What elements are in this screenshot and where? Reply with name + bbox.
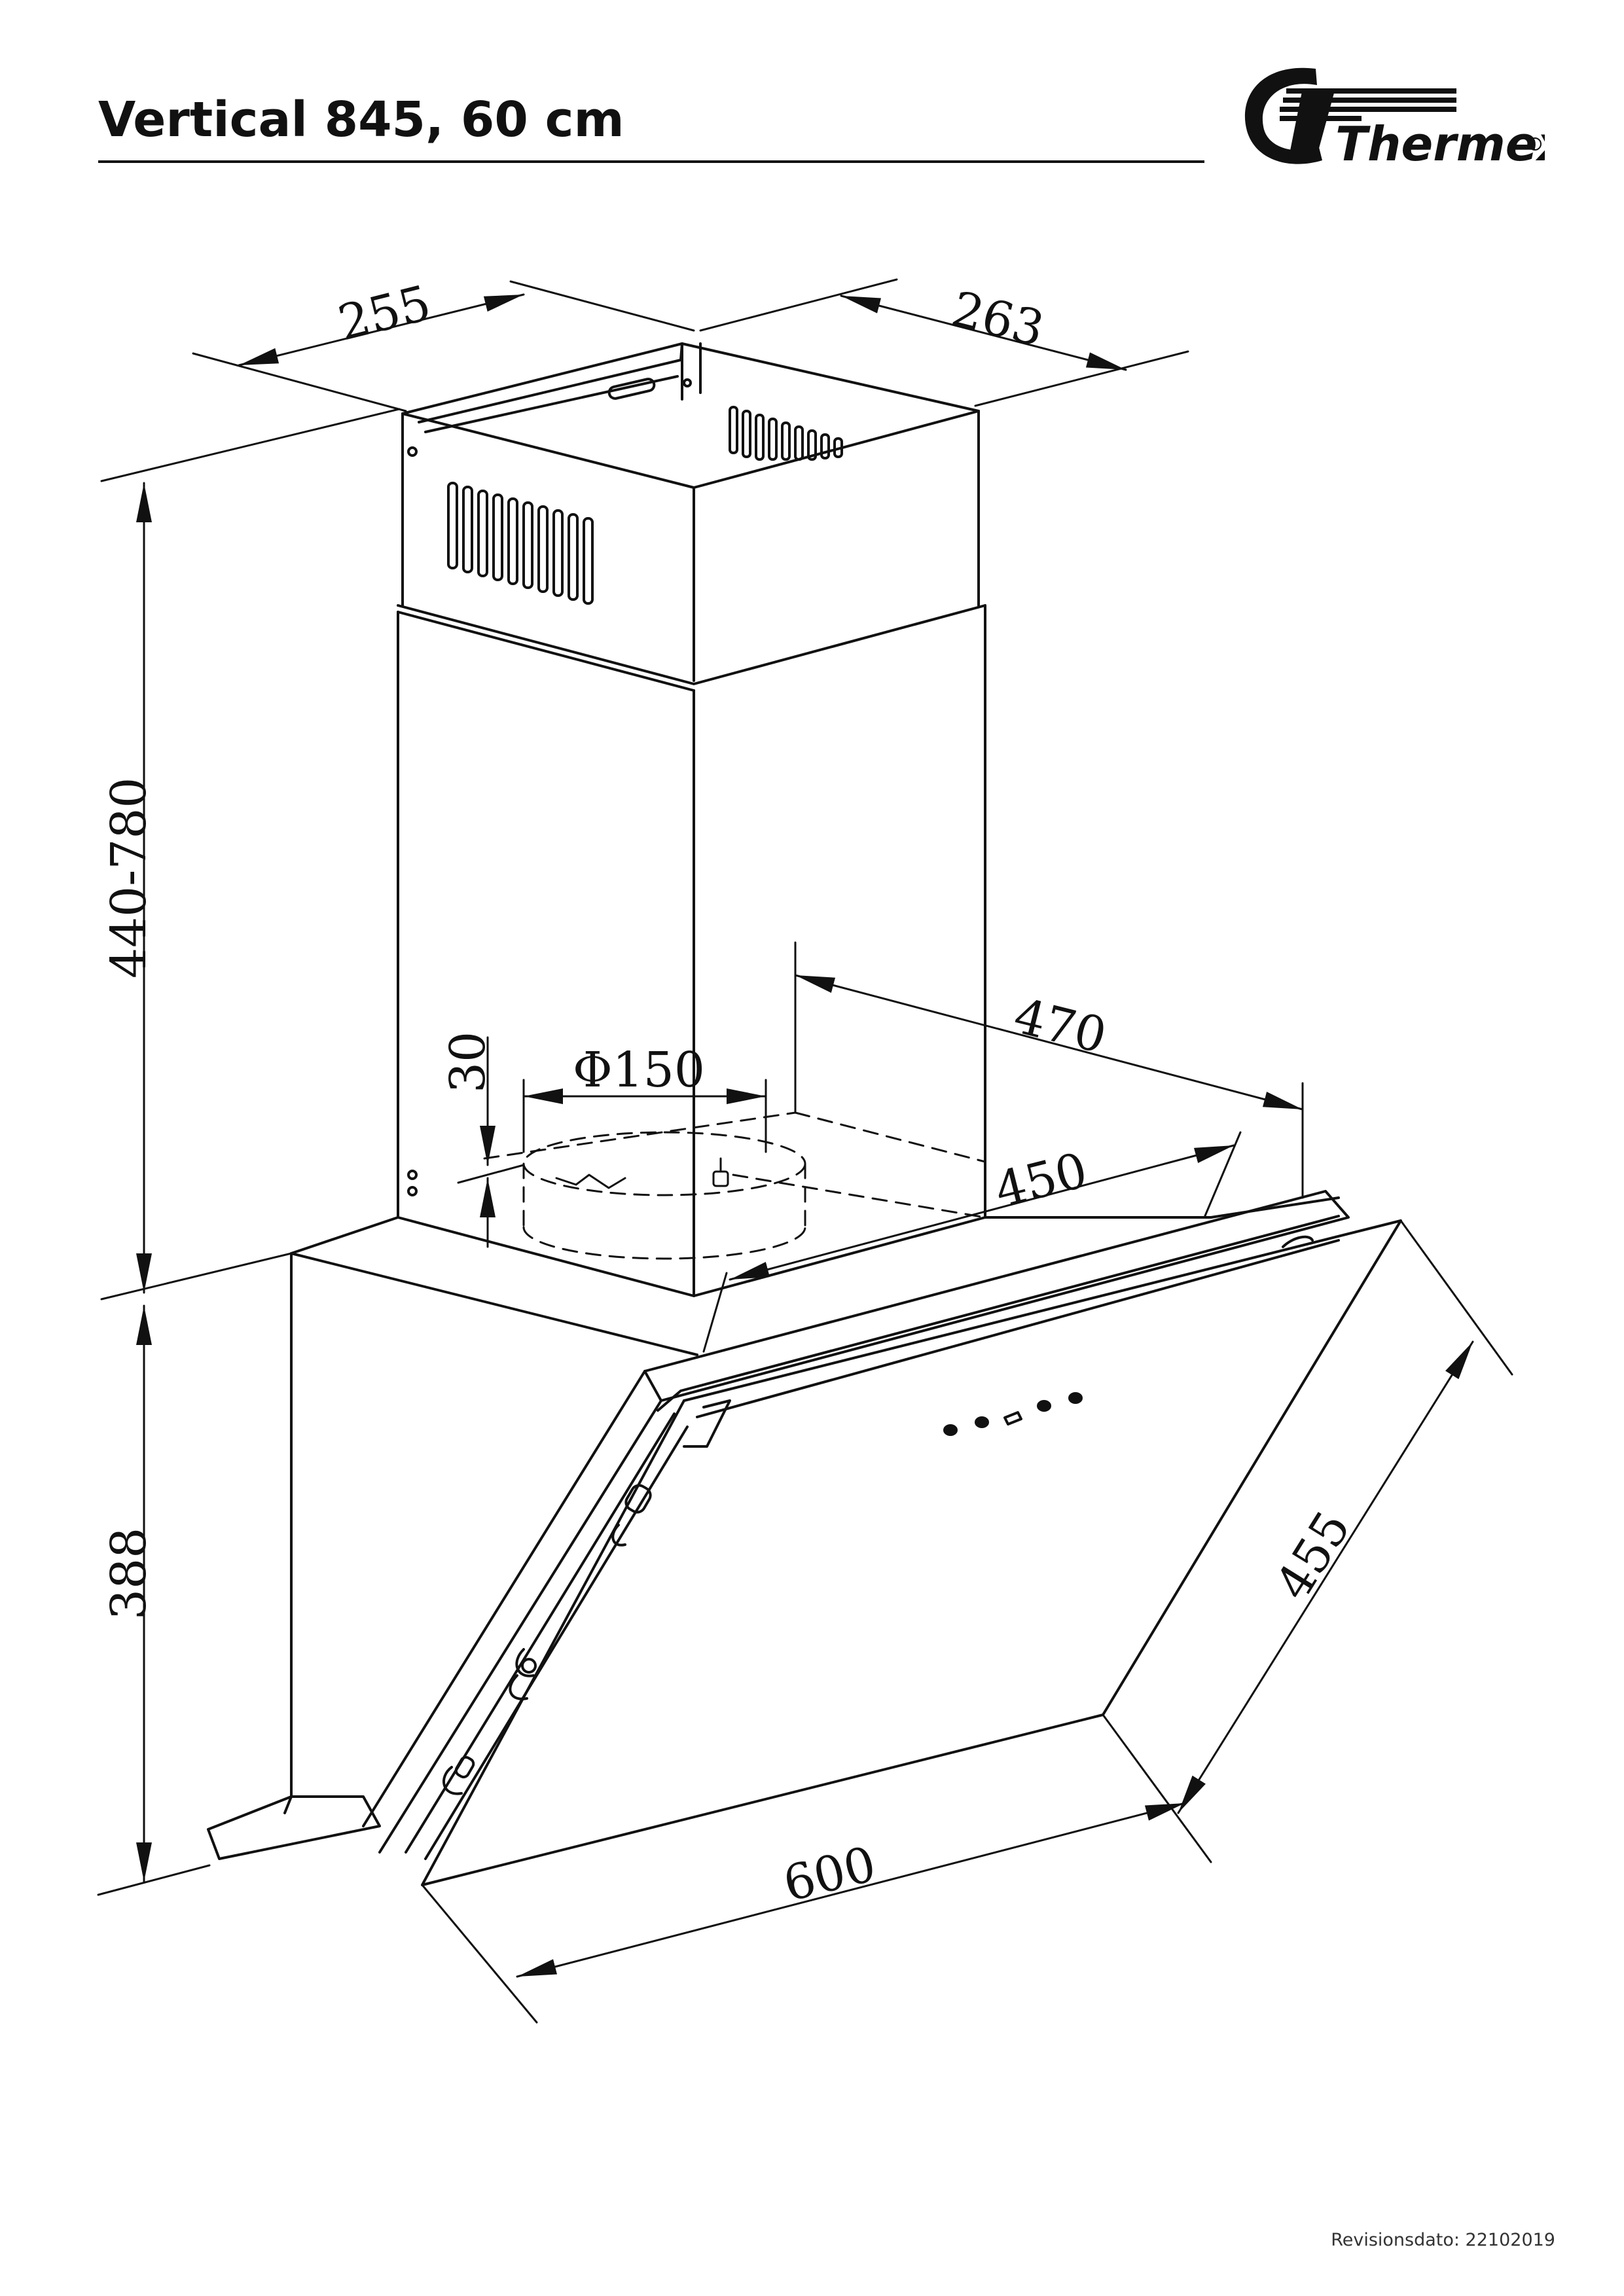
dim-width: 600 (778, 1836, 882, 1913)
lower-chimney (397, 604, 986, 1297)
hood-body (207, 1190, 1402, 1886)
dim-glass-depth: 455 (1265, 1501, 1362, 1609)
dimension-lines (97, 278, 1513, 2024)
registered-mark-icon (1528, 137, 1542, 151)
thermex-logo: Thermex (1244, 67, 1545, 171)
dim-chimney-width: 263 (947, 281, 1050, 358)
vent-slots-left (447, 482, 594, 605)
page-title: Vertical 845, 60 cm (98, 92, 624, 148)
dim-lower-height: 388 (101, 1528, 157, 1620)
revision-date: Revisionsdato: 22102019 (1331, 2230, 1555, 2250)
dim-duct-diameter: Φ150 (573, 1042, 705, 1098)
upper-chimney (397, 342, 986, 1196)
dim-outlet-offset-depth: 470 (1009, 988, 1112, 1065)
duct-flap-detail (555, 1157, 729, 1189)
vent-slots-back (729, 406, 843, 461)
title-rule (98, 160, 1204, 163)
dim-duct-collar: 30 (440, 1031, 496, 1093)
dim-chimney-height: 440-780 (101, 778, 157, 979)
logo-wordmark: Thermex (1335, 117, 1545, 171)
dim-chimney-depth: 255 (333, 275, 437, 352)
dim-outlet-offset-width: 450 (990, 1142, 1093, 1219)
